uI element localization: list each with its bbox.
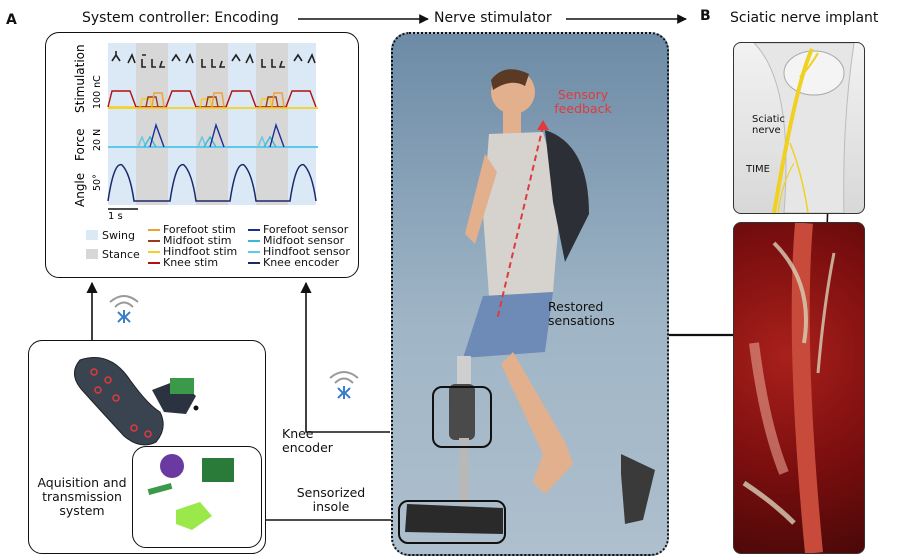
arrow-knee-encoder-up: [300, 281, 390, 433]
stance-legend: Stance: [102, 248, 140, 261]
leg-anatomy: [753, 43, 855, 213]
knee-encoder-highlight: [432, 386, 492, 448]
angle-label: Angle: [73, 173, 87, 207]
electronics-inset: [132, 446, 262, 548]
hindfoot-stim-trace: [139, 98, 273, 108]
forefoot-stim-trace: [151, 92, 285, 108]
sensor-legend: Forefoot sensor Midfoot sensor Hindfoot …: [248, 223, 350, 269]
sciatic-nerve-label: Sciatic nerve: [752, 114, 785, 136]
hindfoot-sensor-trace: [137, 135, 267, 148]
surgery-photo: [733, 222, 865, 554]
forefoot-sensor-legend: Forefoot sensor: [263, 223, 349, 236]
knee-stim-trace: [107, 90, 317, 108]
stance-band: [256, 43, 288, 205]
knee-encoder-label: Knee encoder: [282, 426, 333, 455]
time-scale: 1 s: [108, 211, 123, 222]
anatomy-view: [733, 42, 865, 214]
wireless-icon: [109, 295, 139, 323]
nerve-stimulator-scene: [391, 32, 669, 556]
forefoot-sensor-trace: [149, 122, 285, 148]
forefoot-stim-legend: Forefoot stim: [163, 223, 236, 236]
midfoot-sensor-legend: Midfoot sensor: [263, 234, 345, 247]
sciatic-implant-title: Sciatic nerve implant: [730, 10, 879, 26]
stance-band: [136, 43, 168, 205]
stimulation-label: Stimulation: [73, 44, 87, 113]
midfoot-stim-legend: Midfoot stim: [163, 234, 232, 247]
encoding-plot: 1 s Stimulation Force Angle 100 nC 20 N …: [73, 43, 318, 222]
system-controller-title: System controller: Encoding: [82, 10, 279, 26]
stim-scale: 100 nC: [92, 75, 103, 109]
angle-scale: 50°: [92, 174, 103, 191]
knee-encoder-trace: [107, 163, 317, 202]
gait-figures: [111, 51, 316, 68]
restored-sensations-label: Restored sensations: [548, 299, 615, 328]
stimulation-traces: [107, 90, 318, 109]
time-label: TIME: [746, 164, 771, 175]
stance-band: [196, 43, 228, 205]
walking-person: [405, 69, 655, 534]
insole-illustration: [74, 357, 199, 446]
electronics-illustration: [147, 454, 234, 530]
insole-highlight: [398, 500, 506, 544]
nerve-with-electrodes: [742, 223, 836, 553]
knee-encoder-legend: Knee encoder: [263, 256, 340, 269]
sensory-feedback-label: Sensory feedback: [554, 87, 612, 116]
panel-letter-b: B: [700, 8, 711, 24]
swing-legend: Swing: [102, 229, 135, 242]
midfoot-sensor-trace: [143, 135, 277, 148]
nerve-stimulator-title: Nerve stimulator: [434, 10, 552, 26]
knee-stim-legend: Knee stim: [163, 256, 219, 269]
acquisition-label: Aquisition and transmission system: [37, 475, 127, 518]
force-label: Force: [73, 129, 87, 161]
hindfoot-sensor-legend: Hindfoot sensor: [263, 245, 350, 258]
stim-legend: Forefoot stim Midfoot stim Hindfoot stim…: [148, 223, 238, 269]
force-traces: [108, 122, 318, 148]
panel-letter-a: A: [6, 12, 17, 28]
force-scale: 20 N: [92, 129, 103, 151]
sensorized-insole-label: Sensorized insole: [296, 485, 366, 514]
wireless-icon: [329, 371, 359, 399]
swing-swatch: [86, 230, 98, 240]
hindfoot-stim-legend: Hindfoot stim: [163, 245, 238, 258]
stance-swatch: [86, 249, 98, 259]
midfoot-stim-trace: [145, 96, 279, 108]
